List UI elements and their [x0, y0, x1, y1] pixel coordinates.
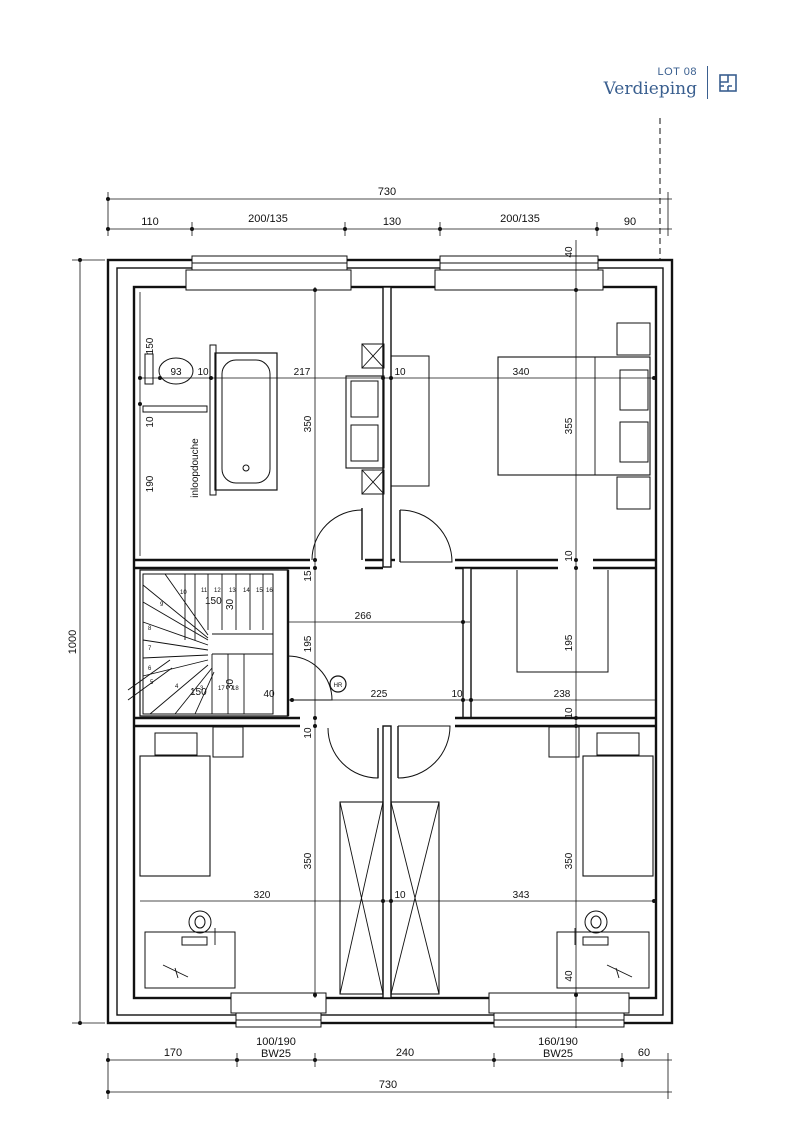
storage-fixture — [516, 570, 609, 673]
svg-text:14: 14 — [243, 588, 250, 594]
bedroom1-width: 340 — [513, 367, 530, 378]
bottom-windows — [230, 992, 630, 1028]
level-label: Verdieping — [603, 79, 697, 99]
hall-side: 40 — [263, 689, 275, 700]
floorplan-icon — [719, 73, 737, 92]
left-total-dim: 1000 — [67, 630, 79, 654]
storage-wall-top: 10 — [564, 550, 575, 562]
storage-wall-bottom: 10 — [564, 707, 575, 719]
outer-walls — [106, 258, 674, 1025]
svg-text:11: 11 — [201, 588, 208, 594]
top-dim-1: 110 — [141, 216, 159, 228]
hall-wall-top: 15 — [303, 570, 314, 582]
left-dimension: 1000 — [67, 258, 105, 1025]
svg-text:18: 18 — [232, 686, 239, 692]
lot-label: LOT 08 — [657, 66, 697, 78]
bottom-window-left-code: BW25 — [261, 1048, 291, 1060]
bottom-dim-3: 60 — [638, 1047, 650, 1059]
svg-text:5: 5 — [150, 680, 154, 686]
bedroom3-wall: 10 — [394, 890, 406, 901]
bottom-dimensions: 170 100/190 BW25 240 160/190 BW25 60 730 — [106, 1036, 672, 1099]
bathroom-fixtures — [144, 343, 385, 496]
top-dim-2: 200/135 — [248, 213, 288, 225]
bottom-dim-2: 240 — [396, 1047, 414, 1059]
bottom-window-right-size: 160/190 — [538, 1036, 578, 1048]
toilet-dim: 93 — [170, 367, 182, 378]
wc-height: 150 — [145, 337, 156, 354]
hall-landing: 225 — [371, 689, 388, 700]
stair-upper2-dim: 30 — [225, 598, 236, 610]
bottom-window-right-code: BW25 — [543, 1048, 573, 1060]
shower-height: 190 — [145, 475, 156, 492]
bedroom-3-furniture — [548, 726, 654, 989]
bedroom1-depth: 355 — [564, 417, 575, 434]
hall-wall-bottom: 10 — [303, 727, 314, 739]
stair-lower-dim: 150 — [190, 687, 207, 698]
top-total-dim: 730 — [378, 186, 396, 198]
svg-text:7: 7 — [148, 646, 152, 652]
top-windows — [185, 255, 604, 291]
bathroom-depth: 350 — [303, 415, 314, 432]
svg-text:12: 12 — [214, 588, 221, 594]
bedroom3-width: 343 — [513, 890, 530, 901]
svg-text:16: 16 — [266, 588, 273, 594]
top-dim-5: 90 — [624, 216, 636, 228]
shower-label: inloopdouche — [190, 438, 201, 498]
bedroom2-width: 320 — [254, 890, 271, 901]
bedroom1-wall: 10 — [394, 367, 406, 378]
meter-label: HR — [334, 683, 343, 689]
svg-text:4: 4 — [175, 684, 179, 690]
storage-depth: 195 — [564, 634, 575, 651]
bottom-right-small-dim: 40 — [564, 970, 575, 982]
top-dimensions: 730 110 200/135 130 200/135 90 — [106, 186, 672, 236]
top-dim-3: 130 — [383, 216, 401, 228]
doors: HR — [287, 508, 453, 779]
stair-upper-dim: 150 — [205, 596, 222, 607]
svg-text:3: 3 — [200, 686, 204, 692]
top-dim-4: 200/135 — [500, 213, 540, 225]
svg-text:8: 8 — [148, 626, 152, 632]
bedroom2-depth: 350 — [303, 852, 314, 869]
hall-width: 266 — [355, 611, 372, 622]
title-text: LOT 08 Verdieping — [604, 66, 708, 99]
stair-lower2-dim: 30 — [225, 678, 236, 690]
room-dimension-labels: 93 10 217 350 150 190 10 inloopdouche 10… — [145, 246, 575, 982]
bedroom-1-furniture — [390, 322, 651, 510]
svg-text:6: 6 — [148, 666, 152, 672]
svg-text:17: 17 — [218, 686, 225, 692]
svg-text:15: 15 — [256, 588, 263, 594]
hall-wall-mid: 10 — [451, 689, 463, 700]
wardrobes — [339, 801, 440, 995]
shower-wall: 10 — [145, 416, 156, 428]
svg-text:9: 9 — [160, 602, 164, 608]
bathroom-width: 217 — [294, 367, 311, 378]
svg-text:13: 13 — [229, 588, 236, 594]
bedroom3-depth: 350 — [564, 852, 575, 869]
svg-text:10: 10 — [180, 590, 187, 596]
title-block: LOT 08 Verdieping — [604, 66, 738, 99]
bedroom-2-furniture — [139, 726, 244, 989]
top-right-small-dim: 40 — [564, 246, 575, 258]
stairs: 10 11 12 13 14 15 16 9 8 7 6 5 4 3 17 18… — [127, 573, 274, 715]
hall-depth: 195 — [303, 635, 314, 652]
internal-dimensions — [138, 240, 656, 1028]
bottom-window-left-size: 100/190 — [256, 1036, 296, 1048]
storage-width: 238 — [554, 689, 571, 700]
bath-wall-dim: 10 — [197, 367, 209, 378]
bottom-dim-1: 170 — [164, 1047, 182, 1059]
bottom-total-dim: 730 — [379, 1079, 397, 1091]
